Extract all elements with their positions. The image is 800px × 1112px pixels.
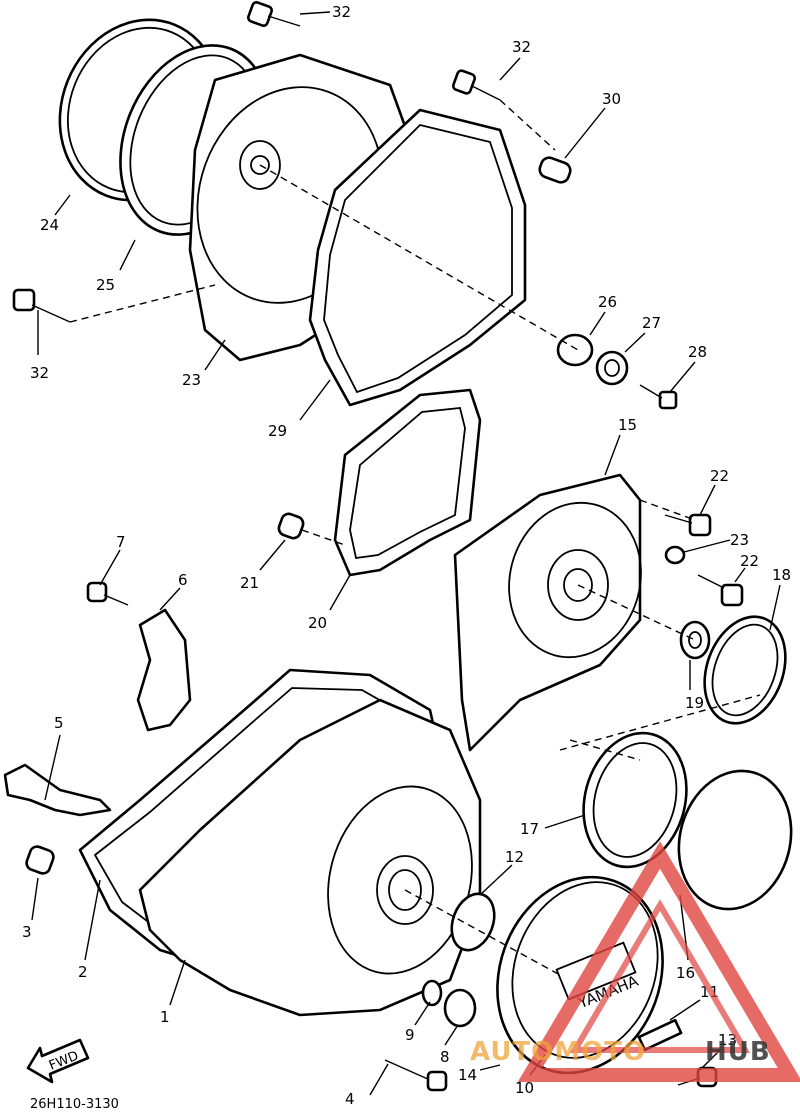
leader-lines <box>31 11 781 1096</box>
watermark-triangle <box>517 841 800 1082</box>
part-9-oring <box>421 979 443 1007</box>
label-6: 6 <box>178 571 188 589</box>
watermark-text-hub: HUB <box>705 1037 771 1067</box>
part-30-gasket <box>308 108 527 407</box>
label-8: 8 <box>440 1048 450 1066</box>
label-4: 4 <box>345 1090 355 1108</box>
label-32-left: 32 <box>30 364 49 382</box>
label-7: 7 <box>116 533 126 551</box>
label-5: 5 <box>54 714 64 732</box>
label-19: 19 <box>685 694 704 712</box>
fwd-arrow <box>26 1038 90 1084</box>
label-9: 9 <box>405 1026 415 1044</box>
part-6-bracket <box>136 608 192 732</box>
label-30: 29 <box>268 422 287 440</box>
part-12-oring <box>450 892 496 952</box>
part-32-bolt-left <box>12 288 71 323</box>
label-3: 3 <box>22 923 32 941</box>
part-labels: 32 32 30 24 25 32 23 29 26 27 28 15 22 2… <box>22 3 791 1108</box>
part-4-bolt <box>384 1059 448 1092</box>
assembly-lines <box>69 99 761 976</box>
part-29-bolt <box>639 384 678 410</box>
label-15: 15 <box>618 416 637 434</box>
diagram-code: 26H110-3130 <box>30 1097 119 1112</box>
part-15-cover <box>453 473 642 752</box>
label-23: 23 <box>730 531 749 549</box>
part-23-oring <box>664 545 686 565</box>
watermark-text-automoto: AUTOMOTO <box>470 1037 646 1067</box>
label-27: 26 <box>598 293 617 311</box>
label-28: 27 <box>642 314 661 332</box>
part-7-bolt <box>86 581 129 606</box>
label-32-upper: 32 <box>512 38 531 56</box>
label-26: 25 <box>96 276 115 294</box>
label-31: 30 <box>602 90 621 108</box>
label-20: 20 <box>308 614 327 632</box>
part-3-dowel <box>25 845 55 875</box>
label-16: 16 <box>676 964 695 982</box>
part-33-bolt <box>247 1 301 27</box>
label-18: 18 <box>772 566 791 584</box>
label-2: 2 <box>78 963 88 981</box>
part-20-gasket <box>333 388 482 577</box>
label-17: 17 <box>520 820 539 838</box>
label-22b: 22 <box>740 552 759 570</box>
part-1-crankcase-cover <box>138 698 482 1017</box>
part-5-bracket <box>3 763 112 817</box>
label-22a: 22 <box>710 467 729 485</box>
label-13: 13 <box>718 1031 737 1049</box>
label-12: 12 <box>505 848 524 866</box>
label-10: 10 <box>515 1079 534 1097</box>
part-11-plate <box>637 1018 683 1052</box>
part-27-plug <box>556 333 594 367</box>
label-25: 24 <box>40 216 59 234</box>
part-28-washer <box>595 350 629 386</box>
label-14: 14 <box>458 1066 477 1084</box>
part-19-seal <box>679 620 711 660</box>
part-18-snap-ring <box>703 615 787 725</box>
part-32-bolt-upper <box>451 69 501 101</box>
label-21: 21 <box>240 574 259 592</box>
part-22-bolt-b <box>697 574 744 607</box>
part-21-dowel <box>277 512 305 540</box>
part-8-plug <box>443 988 477 1028</box>
label-1: 1 <box>160 1008 170 1026</box>
label-33: 32 <box>332 3 351 21</box>
part-16-cap <box>677 769 793 911</box>
part-31-cap <box>538 156 572 184</box>
label-29: 28 <box>688 343 707 361</box>
label-24: 23 <box>182 371 201 389</box>
part-17-ring <box>582 731 688 869</box>
